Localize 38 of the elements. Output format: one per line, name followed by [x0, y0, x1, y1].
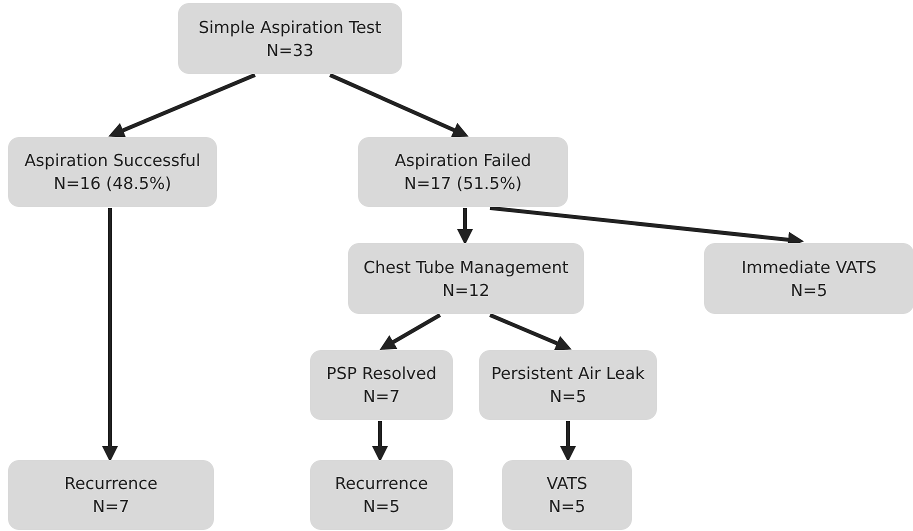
node-count: N=5 — [550, 386, 586, 408]
node-title: VATS — [546, 473, 588, 495]
node-title: Aspiration Failed — [394, 150, 532, 172]
arrow — [457, 208, 473, 245]
node-title: Recurrence — [334, 473, 428, 495]
arrow — [108, 73, 256, 138]
arrow — [560, 421, 576, 462]
arrow — [102, 208, 118, 462]
process-box — [358, 137, 568, 207]
node-count: N=17 (51.5%) — [404, 173, 522, 195]
process-box — [479, 350, 657, 420]
node-count: N=7 — [363, 386, 400, 408]
node-count: N=16 (48.5%) — [54, 173, 172, 195]
node-title: Aspiration Successful — [24, 150, 200, 172]
arrow — [380, 313, 441, 350]
node-count: N=5 — [363, 496, 400, 518]
node-title: Recurrence — [64, 473, 158, 495]
process-box — [704, 243, 913, 314]
process-box — [178, 3, 402, 74]
arrow — [489, 313, 572, 351]
node-count: N=12 — [442, 280, 490, 302]
node-count: N=7 — [92, 496, 130, 518]
node-title: PSP Resolved — [326, 363, 437, 385]
arrow — [372, 421, 388, 462]
process-box — [8, 460, 214, 530]
node-count: N=5 — [548, 496, 586, 518]
node-title: Immediate VATS — [742, 256, 876, 278]
process-box — [310, 350, 453, 420]
node-count: N=33 — [266, 40, 314, 62]
process-box — [348, 243, 584, 314]
process-box — [502, 460, 632, 530]
node-title: Persistent Air Leak — [491, 363, 645, 385]
arrow — [329, 73, 469, 138]
process-box — [310, 460, 453, 530]
node-title: Simple Aspiration Test — [198, 16, 382, 38]
node-title: Chest Tube Management — [363, 256, 569, 278]
node-count: N=5 — [790, 280, 828, 302]
process-box — [8, 137, 217, 207]
